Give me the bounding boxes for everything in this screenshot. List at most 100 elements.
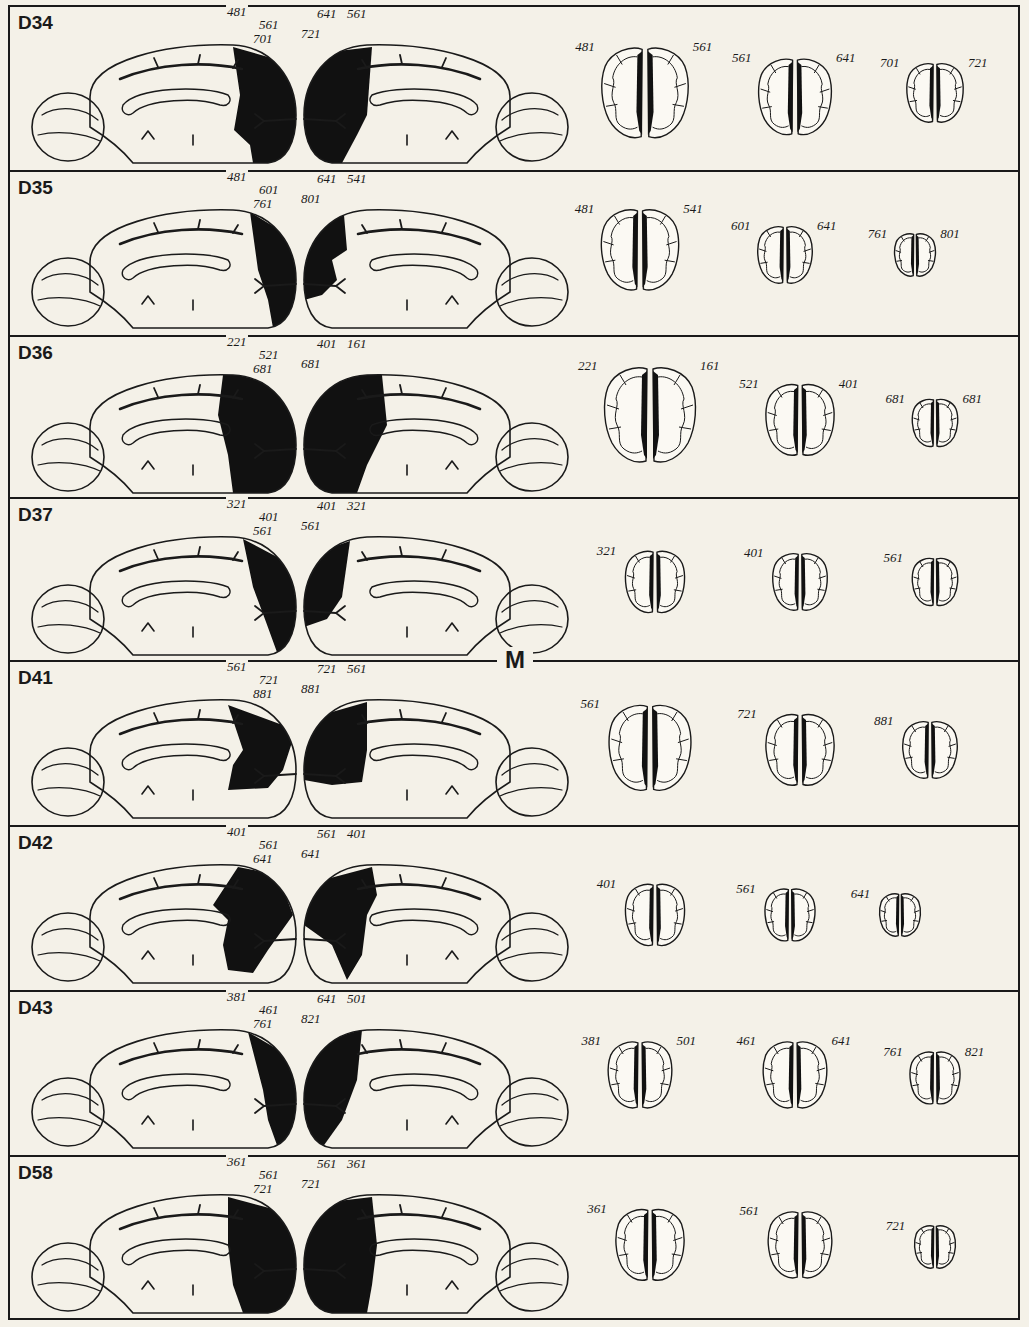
callout-number: 221 bbox=[226, 335, 248, 349]
callout-number: 761 bbox=[867, 227, 889, 241]
callout-number: 321 bbox=[226, 497, 248, 511]
case-label: D41 bbox=[18, 667, 53, 689]
illustration-part bbox=[304, 1195, 568, 1313]
illustration-part bbox=[304, 210, 568, 328]
illustration-part bbox=[759, 59, 832, 134]
illustration-part bbox=[218, 375, 296, 493]
callout-number: 561 bbox=[731, 51, 753, 65]
callout-number: 501 bbox=[676, 1034, 698, 1048]
illustration-part bbox=[304, 700, 568, 818]
case-label: D35 bbox=[18, 177, 53, 199]
callout-number: 641 bbox=[252, 852, 274, 866]
callout-number: 881 bbox=[252, 687, 274, 701]
illustration-part bbox=[32, 45, 296, 163]
illustration-part bbox=[304, 1195, 568, 1313]
callout-number: 821 bbox=[300, 1012, 322, 1026]
callout-number: 561 bbox=[883, 551, 905, 565]
callout-number: 721 bbox=[316, 662, 338, 676]
callout-number: 461 bbox=[736, 1034, 758, 1048]
illustration-part bbox=[625, 551, 684, 612]
callout-number: 801 bbox=[300, 192, 322, 206]
illustration-part bbox=[32, 537, 296, 655]
illustration-part bbox=[32, 865, 296, 983]
illustration-part bbox=[32, 865, 296, 983]
callout-number: 681 bbox=[252, 362, 274, 376]
illustration-part bbox=[32, 1030, 296, 1148]
marker-letter: M bbox=[497, 647, 533, 673]
illustration-part bbox=[763, 1042, 827, 1108]
callout-number: 641 bbox=[316, 172, 338, 186]
callout-number: 641 bbox=[316, 7, 338, 21]
callout-number: 401 bbox=[316, 499, 338, 513]
callout-number: 801 bbox=[939, 227, 961, 241]
callout-number: 761 bbox=[252, 1017, 274, 1031]
callout-number: 561 bbox=[252, 524, 274, 538]
illustration-part bbox=[248, 1032, 296, 1148]
callout-number: 681 bbox=[885, 392, 907, 406]
callout-number: 481 bbox=[574, 202, 596, 216]
case-label: D37 bbox=[18, 504, 53, 526]
case-panel: D37 bbox=[8, 497, 1020, 660]
callout-number: 541 bbox=[346, 172, 368, 186]
callout-number: 401 bbox=[258, 510, 280, 524]
callout-number: 721 bbox=[252, 1182, 274, 1196]
callout-number: 481 bbox=[574, 40, 596, 54]
callout-number: 881 bbox=[873, 714, 895, 728]
illustration-part bbox=[32, 210, 296, 328]
callout-number: 701 bbox=[879, 56, 901, 70]
illustration-part bbox=[32, 1195, 296, 1313]
illustration-part bbox=[625, 884, 684, 945]
callout-number: 641 bbox=[831, 1034, 853, 1048]
callout-number: 561 bbox=[226, 660, 248, 674]
callout-number: 401 bbox=[596, 877, 618, 891]
illustration-part bbox=[250, 212, 296, 328]
illustration-part bbox=[32, 537, 296, 655]
illustration-part bbox=[880, 894, 921, 936]
case-panel: D42 bbox=[8, 825, 1020, 990]
callout-number: 361 bbox=[586, 1202, 608, 1216]
illustration-part bbox=[758, 227, 813, 284]
callout-number: 321 bbox=[596, 544, 618, 558]
case-label: D43 bbox=[18, 997, 53, 1019]
illustration-part bbox=[304, 47, 372, 163]
case-panel: D41 bbox=[8, 660, 1020, 825]
callout-number: 701 bbox=[252, 32, 274, 46]
illustration-part bbox=[304, 867, 377, 980]
case-panel: D58 bbox=[8, 1155, 1020, 1320]
illustration-part bbox=[32, 375, 296, 493]
illustration-part bbox=[32, 700, 296, 818]
illustration-part bbox=[910, 1052, 960, 1104]
illustration-part bbox=[304, 537, 568, 655]
illustration-part bbox=[243, 539, 296, 655]
illustration-part bbox=[304, 865, 568, 983]
callout-number: 361 bbox=[346, 1157, 368, 1171]
callout-number: 161 bbox=[346, 337, 368, 351]
callout-number: 601 bbox=[258, 183, 280, 197]
illustration-part bbox=[915, 1226, 956, 1268]
illustration-part bbox=[213, 867, 293, 973]
callout-number: 641 bbox=[316, 992, 338, 1006]
illustration-part bbox=[304, 865, 568, 983]
callout-number: 561 bbox=[692, 40, 714, 54]
illustration-part bbox=[895, 234, 936, 276]
illustration-part bbox=[304, 375, 568, 493]
callout-number: 641 bbox=[816, 219, 838, 233]
case-label: D42 bbox=[18, 832, 53, 854]
callout-number: 401 bbox=[346, 827, 368, 841]
illustration-part bbox=[304, 1030, 362, 1148]
callout-number: 721 bbox=[300, 27, 322, 41]
illustration-part bbox=[304, 375, 387, 493]
callout-number: 721 bbox=[736, 707, 758, 721]
illustration-part bbox=[304, 375, 568, 493]
illustration-part bbox=[304, 700, 568, 818]
illustration-part bbox=[602, 48, 688, 138]
illustration-part bbox=[304, 537, 568, 655]
case-label: D34 bbox=[18, 12, 53, 34]
illustration-part bbox=[766, 385, 834, 456]
callout-number: 721 bbox=[885, 1219, 907, 1233]
callout-number: 561 bbox=[346, 662, 368, 676]
illustration-part bbox=[768, 1212, 832, 1278]
callout-number: 561 bbox=[258, 838, 280, 852]
callout-number: 401 bbox=[226, 825, 248, 839]
